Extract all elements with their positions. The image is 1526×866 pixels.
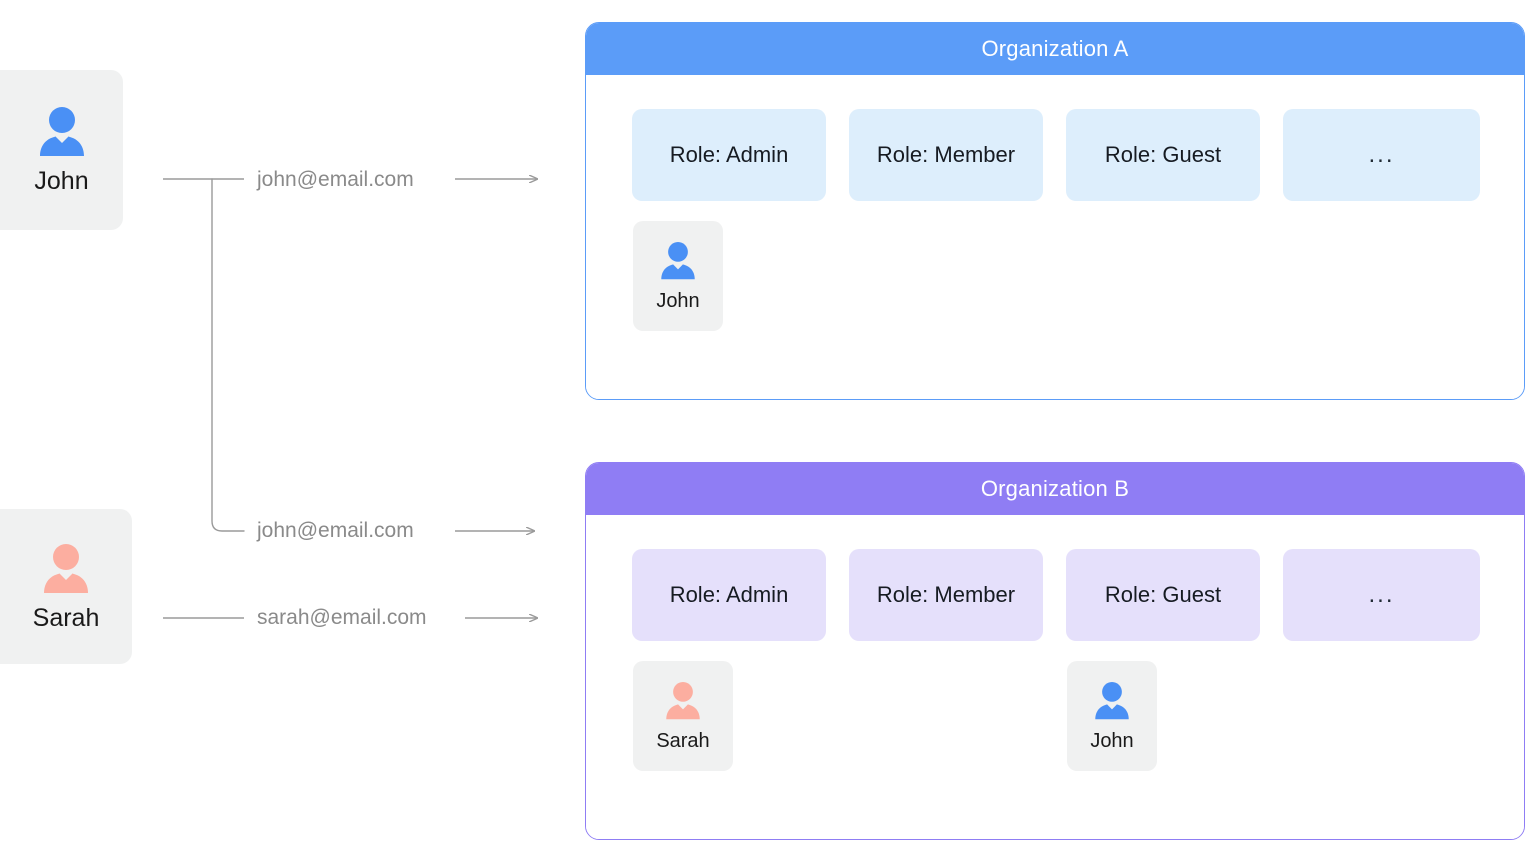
organization-a-title: Organization A [586, 23, 1524, 75]
connector-label-john-org-a: john@email.com [257, 168, 414, 191]
person-name: John [34, 167, 89, 195]
organization-b-title: Organization B [586, 463, 1524, 515]
member-name: John [656, 290, 700, 312]
person-icon [664, 681, 702, 726]
connector-label-sarah-org-b: sarah@email.com [257, 606, 427, 629]
member-card-john[interactable]: John [633, 221, 723, 331]
person-icon [1093, 681, 1131, 726]
person-name: Sarah [32, 603, 100, 632]
role-chip-member[interactable]: Role: Member [849, 549, 1043, 641]
member-card-john[interactable]: John [1067, 661, 1157, 771]
member-card-sarah[interactable]: Sarah [633, 661, 733, 771]
person-icon [37, 106, 87, 163]
role-chip-more[interactable]: ... [1283, 109, 1480, 201]
role-chip-more[interactable]: ... [1283, 549, 1480, 641]
member-name: John [1090, 730, 1134, 752]
organization-b-body: Role: Admin Role: Member Role: Guest ...… [586, 515, 1524, 839]
organization-a-body: Role: Admin Role: Member Role: Guest ...… [586, 75, 1524, 399]
organization-panel-b: Organization B Role: Admin Role: Member … [585, 462, 1525, 840]
role-chip-member[interactable]: Role: Member [849, 109, 1043, 201]
person-icon [659, 241, 697, 286]
role-chip-admin[interactable]: Role: Admin [632, 109, 826, 201]
person-card-sarah[interactable]: Sarah [0, 509, 132, 664]
organization-panel-a: Organization A Role: Admin Role: Member … [585, 22, 1525, 400]
role-chip-admin[interactable]: Role: Admin [632, 549, 826, 641]
member-name: Sarah [656, 730, 710, 752]
person-icon [41, 543, 91, 600]
role-chip-guest[interactable]: Role: Guest [1066, 109, 1260, 201]
connector-label-john-org-b: john@email.com [257, 519, 414, 542]
person-card-john[interactable]: John [0, 70, 123, 230]
role-chip-guest[interactable]: Role: Guest [1066, 549, 1260, 641]
